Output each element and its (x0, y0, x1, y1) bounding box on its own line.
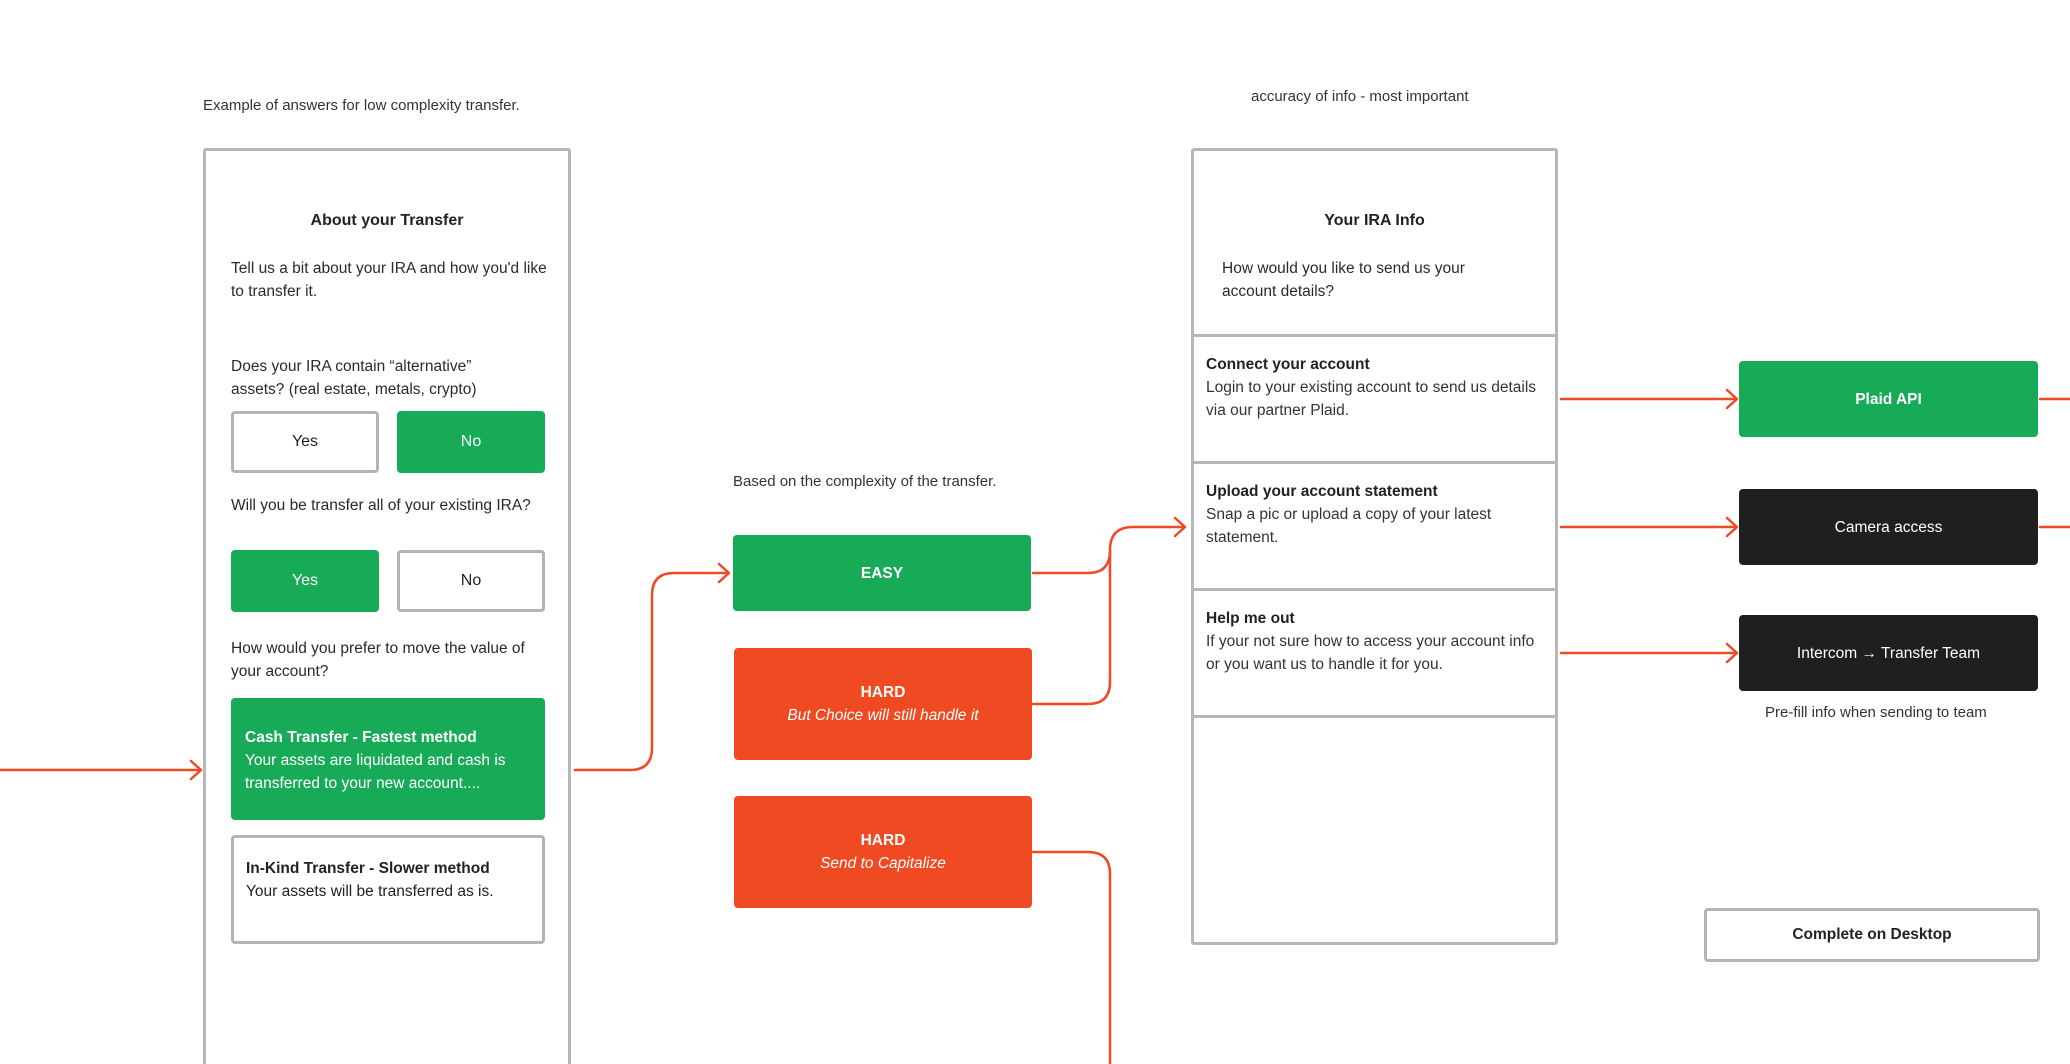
ira-divider-3 (1191, 588, 1558, 591)
transfer-all-no-button[interactable]: No (397, 550, 545, 612)
upload-statement-desc: Snap a pic or upload a copy of your late… (1206, 506, 1492, 546)
complete-on-desktop-label: Complete on Desktop (1792, 926, 1952, 943)
alt-assets-no-button[interactable]: No (397, 411, 545, 473)
option-connect-account[interactable]: Connect your account Login to your exist… (1206, 353, 1546, 422)
left-note: Example of answers for low complexity tr… (203, 97, 520, 114)
inkind-transfer-desc: Your assets will be transferred as is. (246, 883, 494, 900)
alt-assets-yes-button[interactable]: Yes (231, 411, 379, 473)
help-me-out-desc: If your not sure how to access your acco… (1206, 633, 1535, 673)
upload-statement-title: Upload your account statement (1206, 483, 1438, 500)
option-help-me-out[interactable]: Help me out If your not sure how to acce… (1206, 607, 1546, 676)
easy-pill: EASY (733, 535, 1031, 611)
transfer-all-yes-button[interactable]: Yes (231, 550, 379, 612)
connect-account-title: Connect your account (1206, 356, 1370, 373)
arrowhead-easy (717, 562, 731, 584)
arrowhead-intercom (1725, 642, 1739, 664)
hard-capitalize-sub: Send to Capitalize (820, 855, 946, 872)
question-alternative-assets: Does your IRA contain “alternative” asse… (231, 358, 477, 398)
inkind-transfer-option[interactable]: In-Kind Transfer - Slower method Your as… (231, 835, 545, 944)
arrowhead-ira (1173, 516, 1187, 538)
arrowhead-camera (1725, 516, 1739, 538)
arrowhead-plaid (1725, 388, 1739, 410)
ira-divider-4 (1191, 715, 1558, 718)
middle-note: Based on the complexity of the transfer. (733, 473, 997, 490)
transfer-title: About your Transfer (310, 212, 464, 229)
ira-divider-2 (1191, 461, 1558, 464)
easy-label: EASY (860, 564, 904, 582)
connector-capitalize-down (1031, 850, 1112, 1064)
intercom-label: Intercom → Transfer Team (1796, 644, 1981, 662)
plaid-api-label: Plaid API (1855, 390, 1922, 408)
camera-access-label: Camera access (1834, 518, 1943, 536)
camera-access-box: Camera access (1739, 489, 2038, 565)
arrowhead-incoming (189, 759, 203, 781)
cash-transfer-desc: Your assets are liquidated and cash is t… (245, 752, 506, 792)
hard-capitalize-pill: HARD Send to Capitalize (734, 796, 1032, 908)
help-me-out-title: Help me out (1206, 610, 1295, 627)
inkind-transfer-title: In-Kind Transfer - Slower method (246, 860, 490, 877)
hard-choice-title: HARD (860, 684, 906, 701)
connector-easy-to-ira (1031, 525, 1186, 575)
connector-hard-to-ira (1031, 548, 1112, 706)
hard-choice-pill: HARD But Choice will still handle it (734, 648, 1032, 760)
transfer-intro: Tell us a bit about your IRA and how you… (231, 260, 547, 300)
connect-account-desc: Login to your existing account to send u… (1206, 379, 1537, 419)
prefill-note: Pre-fill info when sending to team (1765, 704, 1987, 721)
complete-on-desktop-box: Complete on Desktop (1704, 908, 2040, 962)
top-note: accuracy of info - most important (1251, 88, 1469, 105)
cash-transfer-option[interactable]: Cash Transfer - Fastest method Your asse… (231, 698, 545, 820)
intercom-box: Intercom → Transfer Team (1739, 615, 2038, 691)
plaid-api-box: Plaid API (1739, 361, 2038, 437)
hard-choice-sub: But Choice will still handle it (787, 707, 979, 724)
cash-transfer-title: Cash Transfer - Fastest method (245, 729, 477, 746)
ira-divider-1 (1191, 334, 1558, 337)
ira-intro: How would you like to send us your accou… (1222, 260, 1465, 300)
question-transfer-all: Will you be transfer all of your existin… (231, 497, 531, 514)
connector-cash-to-easy (573, 571, 730, 772)
ira-title: Your IRA Info (1324, 212, 1425, 229)
hard-capitalize-title: HARD (860, 832, 906, 849)
question-move-value: How would you prefer to move the value o… (231, 640, 525, 680)
ira-screen (1191, 148, 1558, 945)
option-upload-statement[interactable]: Upload your account statement Snap a pic… (1206, 480, 1546, 549)
